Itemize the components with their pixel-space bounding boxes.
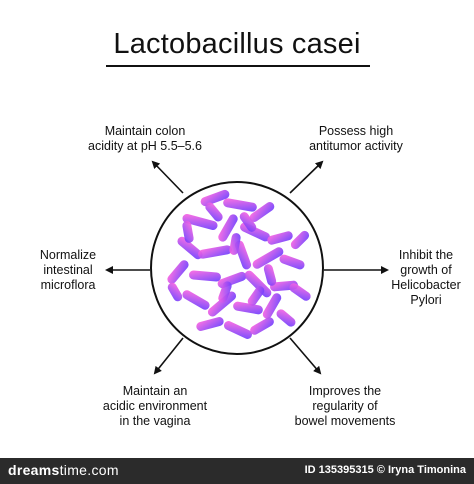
brand-logo: dreamstime.com [8, 462, 119, 478]
bacterium-rod [218, 214, 238, 242]
bacterium-rod [233, 301, 263, 315]
benefit-top-right: Possess high antitumor activity [309, 124, 403, 153]
bacterium-rod [234, 240, 252, 270]
bacterium-rod [196, 317, 224, 331]
bacterium-rod [276, 309, 296, 327]
bacterium-rod [218, 281, 232, 303]
benefit-left: Normalize intestinal microflora [39, 248, 97, 292]
benefit-top-left: Maintain colon acidity at pH 5.5–5.6 [88, 124, 202, 153]
benefit-bottom-left: Maintain an acidic environment in the va… [102, 384, 208, 428]
benefit-bottom-right: Improves the regularity of bowel movemen… [294, 384, 396, 428]
bacterium-rod [262, 293, 282, 319]
bacterium-rod [223, 198, 257, 212]
bacterium-rod [229, 233, 241, 255]
bacterium-rod [239, 212, 257, 232]
arrow-bottom-right [289, 337, 322, 375]
bacterium-rod [177, 236, 203, 260]
bacterium-rod [182, 214, 218, 230]
bacterium-rod [247, 286, 265, 306]
bacterium-rod [205, 202, 223, 222]
arrow-bottom-left [153, 337, 184, 375]
bacterium-rod [263, 264, 277, 286]
bacterium-rod [244, 270, 272, 298]
arrow-top-left [151, 160, 184, 194]
bacterium-rod [198, 245, 232, 259]
bacterium-rod [200, 189, 230, 207]
diagram-canvas [105, 160, 389, 375]
bacterium-rod [279, 254, 305, 270]
bacterium-rod [167, 282, 183, 302]
bacterium-rod [167, 260, 189, 284]
bacterium-rod [182, 221, 194, 243]
image-credit: ID 135395315 © Iryna Timonina [304, 464, 466, 476]
bacteria-cluster [167, 189, 311, 339]
bacterium-rod [250, 317, 274, 335]
watermark-footer: dreamstime.com ID 135395315 © Iryna Timo… [0, 458, 474, 484]
bacterium-rod [290, 230, 310, 250]
arrow-top-right [289, 160, 324, 194]
bacterium-rod [267, 231, 293, 245]
benefit-right: Inhibit the growth of Helicobacter Pylor… [391, 248, 461, 307]
bacterium-rod [189, 270, 221, 282]
bacterium-rod [182, 290, 210, 310]
bacterium-rod [289, 283, 311, 301]
bacterium-rod [249, 202, 275, 222]
diagram-title: Lactobacillus casei [113, 28, 361, 60]
bacterium-rod [207, 291, 237, 317]
bacterium-rod [223, 321, 253, 339]
bacterium-rod [252, 247, 284, 269]
title-underline [106, 65, 370, 67]
